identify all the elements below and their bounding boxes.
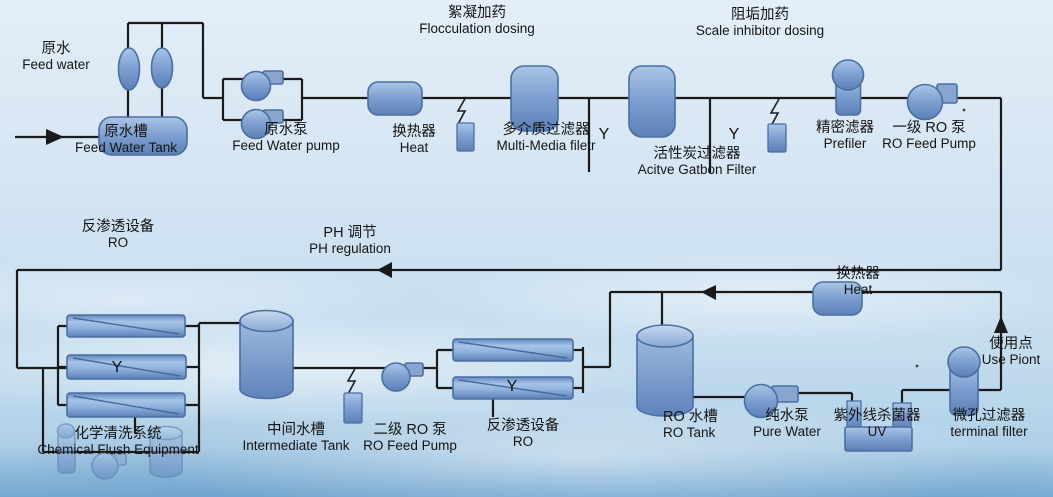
label-use-point: 使用点 Use Piont (981, 336, 1041, 368)
dosing-bolts (346, 96, 780, 397)
label-carbon-filter: 活性炭过滤器 Acitve Gatbon Filter (637, 146, 757, 178)
chem-tank-body (149, 432, 183, 478)
ro-feed-pump-2-shape (381, 362, 411, 392)
label-ro-unit-2: 反渗透设备 RO (486, 418, 560, 450)
ro-tank-top (636, 324, 694, 348)
multi-media-filter-shape (510, 65, 559, 132)
label-precision-filter: 精密滤器 Prefiler (816, 120, 874, 152)
label-ro-unit-1: 反渗透设备 RO (81, 219, 155, 251)
ro-tank-body (636, 335, 694, 417)
label-flocculation-dosing: 絮凝加药 Flocculation dosing (419, 5, 535, 37)
pipe-ro1-right-bracket (185, 321, 240, 452)
chem-tank-top (149, 425, 183, 441)
pipe-pure-pump-out (798, 391, 854, 403)
ro2-valve-y4: Y (506, 378, 518, 395)
recirc-arrow-icon (701, 285, 716, 300)
dot-2 (915, 364, 919, 368)
dosing-tank-3-shape (343, 392, 363, 424)
pipe-tank-rails (126, 21, 223, 117)
ro1-tube-2-stripe (72, 357, 181, 377)
stray-dots (915, 108, 966, 368)
heat-exchanger-1-shape (367, 81, 423, 116)
ro-unit-2-shape (452, 338, 574, 400)
label-terminal-filter: 微孔过滤器 terminal filter (950, 408, 1028, 440)
label-feed-water: 原水 Feed water (22, 41, 90, 73)
label-ro-tank: RO 水槽 RO Tank (663, 409, 718, 441)
chemical-flush-equipment-shapes (56, 423, 183, 480)
label-feed-water-pump: 原水泵 Feed Water pump (232, 122, 340, 154)
label-ro-feed-pump-2: 二级 RO 泵 RO Feed Pump (363, 422, 457, 454)
dosing-bolt-icon-3 (346, 366, 357, 397)
ro-feed-pump-1-shape (906, 83, 944, 121)
label-scale-inhibitor-dosing: 阻垢加药 Scale inhibitor dosing (695, 7, 825, 39)
feed-pump-1-shape (240, 70, 272, 102)
intermediate-tank-top (239, 309, 294, 333)
use-point-arrow-icon (994, 316, 1008, 333)
label-heat-exchanger-1: 换热器 Heat (392, 124, 436, 156)
pipe-ro2-right-bracket (573, 292, 612, 393)
chem-cartridge-dome (56, 423, 76, 439)
ro1-tube-1-stripe (72, 317, 180, 335)
label-feed-water-tank: 原水槽 Feed Water Tank (74, 124, 178, 156)
label-multi-media-filter: 多介质过滤器 Multi-Media filetr (496, 122, 596, 154)
dosing-bolt-icon-1 (456, 96, 467, 127)
heat-exchanger-2-shape (812, 281, 863, 316)
pure-water-pump-shape (743, 383, 779, 419)
label-pure-water-pump: 纯水泵 Pure Water (753, 408, 821, 440)
intermediate-tank-body (239, 320, 294, 400)
drain-valve-y2: Y (728, 126, 740, 143)
dot-1 (962, 108, 966, 112)
feed-tank-float-2 (150, 47, 174, 89)
uv-body (844, 426, 913, 452)
label-ph-regulation: PH 调节 PH regulation (309, 225, 391, 257)
dosing-tank-2-shape (767, 123, 787, 153)
ro2-tube-1-stripe (458, 341, 568, 359)
feed-water-tank-shape (98, 116, 188, 156)
label-heat-exchanger-2: 换热器 Heat (836, 266, 880, 298)
dosing-bolt-icon-2 (769, 98, 780, 129)
label-ro-feed-pump-1: 一级 RO 泵 RO Feed Pump (882, 120, 976, 152)
dosing-tank-1-shape (456, 122, 475, 152)
label-chemical-flush: 化学清洗系统 Chemical Flush Equipment (37, 426, 199, 458)
pipe-recirculation (610, 290, 1001, 325)
pipe-filter-drains (587, 98, 712, 173)
feed-pump-2-shape (240, 108, 272, 140)
return-arrow-icon (377, 262, 392, 278)
terminal-filter-dome (947, 346, 981, 378)
ro1-valve-y3: Y (111, 359, 123, 376)
ro2-tube-2-stripe (458, 379, 568, 397)
carbon-filter-shape (628, 65, 676, 138)
flow-arrows (46, 129, 1008, 333)
chem-pump-shape (91, 452, 119, 480)
uv-sterilizer-shape (844, 400, 913, 452)
feed-arrow-icon (46, 129, 64, 145)
feed-tank-float-1 (117, 47, 141, 91)
precision-filter-dome (831, 59, 865, 91)
label-intermediate-tank: 中间水槽 Intermediate Tank (242, 422, 350, 454)
label-uv-sterilizer: 紫外线杀菌器 UV (833, 408, 921, 440)
drain-valve-y1: Y (598, 126, 610, 143)
pipe-ro2-left-bracket (435, 348, 453, 390)
ro-unit-1-shape (66, 314, 187, 418)
equipment-layer (56, 47, 981, 480)
pipe-ro1-left-bracket (56, 324, 67, 407)
ro1-tube-3-stripe (72, 395, 180, 415)
